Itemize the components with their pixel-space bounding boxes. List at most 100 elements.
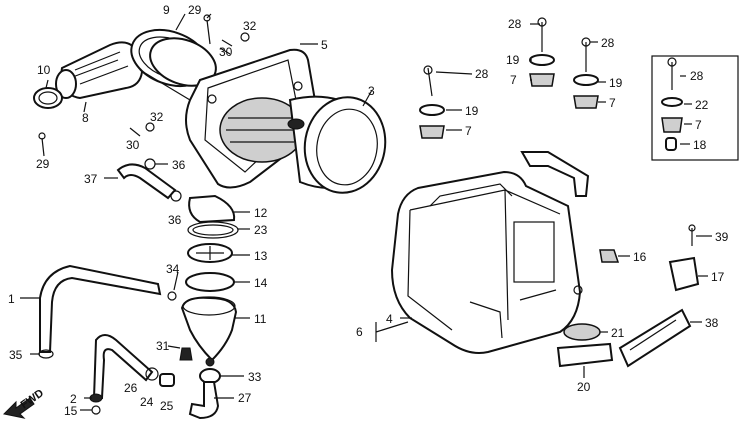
label-part-12: 12 <box>254 206 268 220</box>
inset-rubber <box>661 117 683 133</box>
label-part-19-top: 19 <box>506 53 520 67</box>
screw-top <box>203 14 211 45</box>
label-part-29-top: 29 <box>188 3 202 17</box>
label-part-16: 16 <box>633 250 647 264</box>
label-part-8: 8 <box>82 111 89 125</box>
label-part-22: 22 <box>695 98 709 112</box>
mount-rubber-right <box>573 95 599 109</box>
label-part-17: 17 <box>711 270 725 284</box>
label-part-2: 2 <box>70 392 77 406</box>
label-part-14: 14 <box>254 276 268 290</box>
bolt-31 <box>179 347 193 361</box>
air-cleaner-cover <box>185 48 320 189</box>
fwd-arrow-icon: FWD <box>2 387 46 419</box>
label-part-7-inset: 7 <box>695 118 702 132</box>
label-part-28-right: 28 <box>601 36 615 50</box>
label-part-7-right: 7 <box>609 96 616 110</box>
label-part-28-inset: 28 <box>690 69 704 83</box>
label-part-23: 23 <box>254 223 268 237</box>
clamp-17 <box>668 256 700 292</box>
label-part-36-low: 36 <box>168 213 182 227</box>
o-ring-23 <box>187 221 239 239</box>
upper-band <box>149 37 217 87</box>
mount-rubber-top <box>529 73 555 87</box>
intake-duct <box>55 41 144 100</box>
bolt-39 <box>688 224 696 246</box>
clip-15 <box>91 405 101 415</box>
band-20 <box>556 342 614 378</box>
mount-bolt-right <box>581 37 591 72</box>
label-part-28-center: 28 <box>475 67 489 81</box>
leader-lines <box>20 13 712 411</box>
label-part-37: 37 <box>84 172 98 186</box>
clip-24 <box>145 367 159 381</box>
inset-bolt <box>667 57 677 90</box>
label-part-15: 15 <box>64 404 78 418</box>
label-part-31: 31 <box>156 339 170 353</box>
label-part-3: 3 <box>368 84 375 98</box>
label-part-20: 20 <box>577 380 591 394</box>
label-part-36-top: 36 <box>172 158 186 172</box>
label-part-10: 10 <box>37 63 51 77</box>
inset-box <box>651 55 739 161</box>
label-part-32-left: 32 <box>150 110 164 124</box>
breather-chamber-11 <box>180 296 238 367</box>
mount-washer-top <box>529 54 555 66</box>
inset-collar <box>665 137 677 151</box>
mount-washer-right <box>573 74 599 86</box>
hose-1 <box>39 264 162 353</box>
label-part-7-center: 7 <box>465 124 472 138</box>
gasket-14 <box>185 272 235 292</box>
mount-bolt-top <box>537 17 547 52</box>
part-number-labels: 10 8 29 9 29 32 30 5 3 32 30 37 36 36 12… <box>8 3 729 418</box>
breather-joint-12 <box>188 194 236 224</box>
drain-tube-27 <box>188 381 220 420</box>
screw-left <box>38 132 46 157</box>
washer-30a <box>219 32 250 55</box>
label-part-18: 18 <box>693 138 707 152</box>
label-part-25: 25 <box>160 399 174 413</box>
clip-33 <box>199 368 221 384</box>
label-part-33: 33 <box>248 370 262 384</box>
mount-bolt-center <box>423 65 433 97</box>
mount-rubber-center <box>419 125 445 139</box>
label-part-7-top: 7 <box>510 73 517 87</box>
label-part-1: 1 <box>8 292 15 306</box>
clip-36b <box>170 190 182 202</box>
air-filter-element <box>287 95 387 194</box>
label-part-30-left: 30 <box>126 138 140 152</box>
label-part-39: 39 <box>715 230 729 244</box>
case-bracket <box>520 151 590 197</box>
label-part-28-top: 28 <box>508 17 522 31</box>
inset-washer <box>661 97 683 107</box>
label-part-9: 9 <box>163 3 170 17</box>
disc-21 <box>563 323 601 341</box>
label-part-29-left: 29 <box>36 157 50 171</box>
washer-30b <box>129 122 155 137</box>
separator-plate-13 <box>187 243 233 263</box>
label-part-24: 24 <box>140 395 154 409</box>
label-part-38: 38 <box>705 316 719 330</box>
label-part-35: 35 <box>9 348 23 362</box>
label-part-6: 6 <box>356 325 363 339</box>
cap-16 <box>599 249 620 263</box>
label-part-4: 4 <box>386 312 393 326</box>
joint-25 <box>159 373 175 387</box>
breather-tube-37 <box>116 163 177 200</box>
label-part-30-top: 30 <box>219 45 233 59</box>
label-part-27: 27 <box>238 391 252 405</box>
mount-washer-center <box>419 104 445 116</box>
fwd-label: FWD <box>19 387 46 411</box>
label-part-19-center: 19 <box>465 104 479 118</box>
duct-band-clamp <box>33 87 63 109</box>
label-part-26: 26 <box>124 381 138 395</box>
drain-hose-26 <box>92 334 154 399</box>
label-part-32-top: 32 <box>243 19 257 33</box>
clip-36a <box>144 158 156 170</box>
label-part-19-right: 19 <box>609 76 623 90</box>
label-part-11: 11 <box>254 312 267 326</box>
label-part-13: 13 <box>254 249 268 263</box>
air-cleaner-case <box>390 170 583 354</box>
label-part-5: 5 <box>321 38 328 52</box>
